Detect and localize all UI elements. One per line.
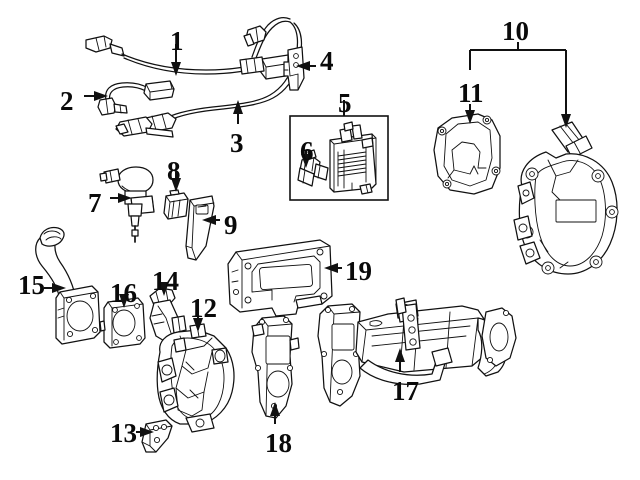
part-4-harness-bracket	[283, 46, 305, 91]
part-18-egr-cooler-bracket-front	[251, 315, 300, 419]
part-2-oxygen-sensor-short-lead	[97, 80, 175, 116]
part-8-sensor-connector	[163, 189, 189, 220]
part-17-egr-cooler	[317, 297, 517, 407]
callout-3[interactable]: 3	[230, 128, 244, 158]
callout-9[interactable]: 9	[224, 210, 238, 240]
callout-18[interactable]: 18	[265, 428, 292, 458]
callout-10[interactable]: 10	[502, 16, 529, 46]
part-9-heat-shield-bracket	[185, 195, 215, 261]
part-10-vacuum-pump-body	[513, 121, 619, 275]
part-7-fuel-injector	[99, 166, 155, 243]
callout-17[interactable]: 17	[392, 376, 419, 406]
callout-5[interactable]: 5	[338, 88, 352, 118]
part-11-vacuum-pump-gasket	[433, 113, 501, 195]
leader-lines	[44, 42, 571, 437]
part-5-evap-canister-box	[289, 115, 389, 201]
callout-4[interactable]: 4	[320, 46, 334, 76]
callout-1[interactable]: 1	[170, 26, 184, 56]
callout-6[interactable]: 6	[300, 136, 314, 166]
callout-11[interactable]: 11	[458, 78, 484, 108]
callout-16[interactable]: 16	[110, 278, 137, 308]
part-19-egr-cooler-heat-shield	[227, 239, 333, 317]
part-13-mounting-bracket-small	[141, 419, 173, 453]
callout-15[interactable]: 15	[18, 270, 45, 300]
part-16-egr-flange-gasket	[99, 297, 146, 349]
callout-13[interactable]: 13	[110, 418, 137, 448]
callout-12[interactable]: 12	[190, 293, 217, 323]
part-6-purge-valve-solenoid	[297, 149, 329, 187]
callout-8[interactable]: 8	[167, 156, 181, 186]
part-14-egr-temperature-sensor	[149, 287, 187, 343]
part-3-oxygen-sensor-harness-lower	[115, 17, 303, 138]
part-12-egr-valve-assembly	[156, 323, 235, 433]
callout-14[interactable]: 14	[152, 266, 179, 296]
callout-19[interactable]: 19	[345, 256, 372, 286]
callout-2[interactable]: 2	[60, 86, 74, 116]
callout-7[interactable]: 7	[88, 188, 102, 218]
part-15-egr-inlet-tube	[35, 226, 101, 345]
